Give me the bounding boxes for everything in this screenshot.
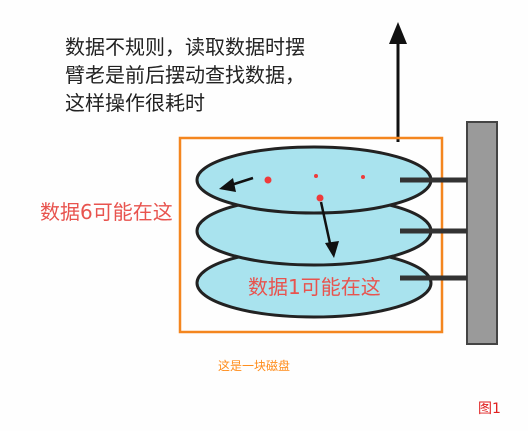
move-arrow-icon — [219, 176, 339, 258]
data6-label: 数据6可能在这 — [40, 200, 173, 224]
disk-caption: 这是一块磁盘 — [218, 359, 291, 373]
arm-connectors — [400, 177, 467, 281]
data-dots — [264, 174, 365, 202]
note-line-3: 这样操作很耗时 — [65, 91, 205, 115]
figure-label: 图1 — [478, 401, 501, 417]
note-line-2: 臂老是前后摆动查找数据， — [65, 63, 305, 87]
disk-frame — [178, 136, 444, 334]
read-arm-column — [466, 121, 498, 345]
up-arrow-icon — [389, 22, 407, 142]
note-line-1: 数据不规则，读取数据时摆 — [65, 35, 305, 59]
data1-label: 数据1可能在这 — [248, 275, 381, 299]
explanation-note: 数据不规则，读取数据时摆 臂老是前后摆动查找数据， 这样操作很耗时 — [65, 33, 305, 117]
